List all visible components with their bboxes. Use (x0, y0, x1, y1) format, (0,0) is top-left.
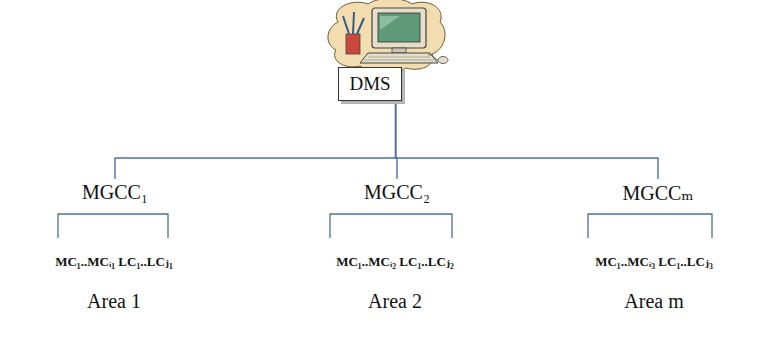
node-text: MGCCₘ (622, 181, 693, 205)
controller-list: MC₁..MCᵢ₃ LC₁..LCⱼ₃ (593, 254, 715, 270)
keyboard-keys (364, 57, 434, 60)
mouse-cable (428, 55, 438, 60)
bracket (330, 214, 452, 238)
keyboard (360, 53, 438, 63)
controller-node: MGCC₂ (360, 180, 434, 205)
controller-list: MC₁..MCᵢ₁ LC₁..LCⱼ₁ (53, 254, 175, 270)
monitor-stand (392, 48, 406, 53)
pencils (343, 12, 364, 34)
controller-list: MC₁..MCᵢ₂ LC₁..LCⱼ₂ (334, 254, 456, 270)
area-name: Area m (622, 290, 685, 313)
monitor-screen (378, 13, 420, 42)
controller-node: MGCC₁ (78, 180, 152, 205)
screen-glare (380, 16, 400, 30)
controller-node: MGCCₘ (618, 180, 697, 206)
dms-box: DMS (338, 67, 401, 101)
monitor (372, 8, 426, 48)
tree-connector (396, 101, 658, 179)
node-text: MGCC₁ (82, 181, 148, 204)
cloud-blob (328, 0, 445, 73)
area-name: Area 1 (85, 290, 143, 313)
area-name: Area 2 (366, 290, 424, 313)
mouse (438, 57, 448, 64)
pencil-cup (346, 34, 360, 54)
node-text: MGCC₂ (364, 181, 430, 204)
bracket (58, 214, 168, 238)
bracket (588, 214, 712, 238)
node-text: DMS (349, 73, 390, 95)
tree-connector (115, 101, 396, 179)
